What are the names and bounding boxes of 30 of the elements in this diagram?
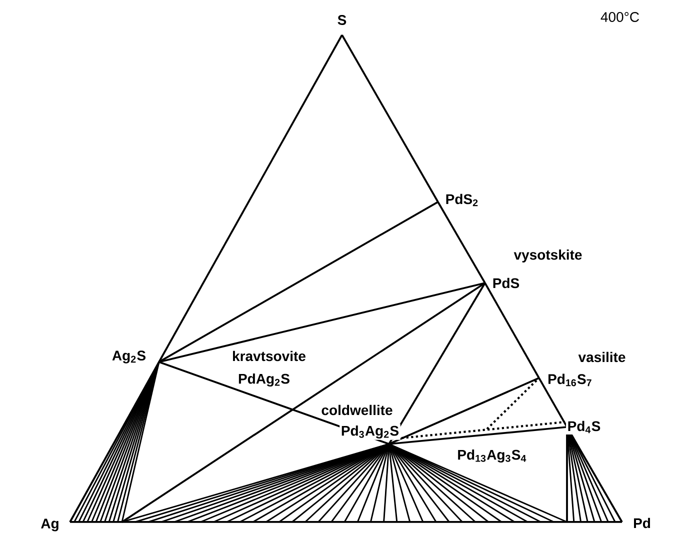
tie-line [388, 282, 486, 444]
mineral-name: coldwellite [320, 404, 394, 416]
dotted-line [486, 377, 540, 430]
mineral-name: vasilite [576, 350, 628, 364]
tie-line [158, 34, 343, 362]
tie-line [437, 202, 486, 284]
tie-line [388, 426, 568, 445]
tie-line [388, 377, 540, 445]
phase-label: Ag [39, 517, 61, 533]
tie-line [341, 34, 439, 202]
phase-label: PdAg$_{2}$S [236, 372, 292, 388]
tie-line [158, 282, 486, 363]
tie-line [538, 378, 568, 428]
phase-label: Pd$_{4}$S [566, 420, 602, 434]
phase-label: PdS [491, 276, 521, 290]
tie-line [122, 282, 486, 523]
phase-label: Pd$_{3}$Ag$_{2}$S [340, 424, 400, 440]
phase-label: S [336, 14, 348, 26]
phase-label: Pd$_{13}$Ag$_{3}$S$_{4}$ [456, 448, 528, 464]
temperature-label: 400°C [599, 10, 641, 24]
mineral-name: vysotskite [512, 248, 584, 264]
phase-label: kravtsovite [230, 350, 308, 362]
tie-line [484, 282, 540, 378]
tie-line [158, 201, 438, 363]
phase-label: Ag$_{2}$S [110, 349, 148, 365]
phase-label: Pd$_{16}$S$_{7}$ [546, 372, 594, 388]
phase-label: Pd [632, 516, 652, 530]
phase-label: PdS$_{2}$ [444, 192, 480, 208]
tie-line [69, 362, 160, 522]
tie-line [70, 521, 622, 523]
